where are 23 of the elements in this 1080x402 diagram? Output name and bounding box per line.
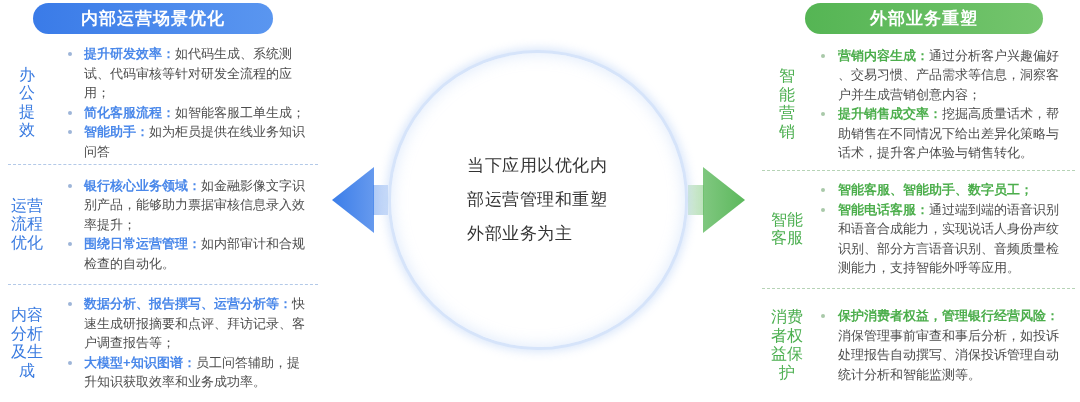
bullet-text: 大模型+知识图谱：员工问答辅助，提升知识获取效率和业务成功率。 — [84, 353, 301, 392]
bullet-text: 保护消费者权益，管理银行经营风险：消保管理事前审查和事后分析，如投诉处理报告自动撰写、消保投诉管理自动统计分析和智能监测等。 — [838, 307, 1060, 384]
bullet-text: 营销内容生成：通过分析客户兴趣偏好、交易习惯、产品需求等信息，洞察客户并生成营销创意内容； — [838, 46, 1060, 104]
arrow — [688, 167, 745, 233]
arrow — [332, 167, 388, 233]
bullet-text: 智能助手：如为柜员提供在线业务知识问答 — [84, 123, 306, 161]
category-label: 运营流程优化 — [10, 196, 44, 253]
title-banner: 内部运营场景优化 — [33, 3, 273, 34]
category-label: 内容分析及生成 — [10, 306, 44, 380]
bullet-text: 提升销售成交率：挖掘高质量话术，帮助销售在不同情况下给出差异化策略与话术，提升客户体验与销售转化。 — [838, 105, 1060, 162]
bullet-text: 数据分析、报告撰写、运营分析等：快速生成研报摘要和点评、拜访记录、客户调查报告等； — [84, 295, 306, 353]
circle-text: 当下应用以优化内部运营管理和重塑外部业务为主 — [467, 155, 608, 245]
category-label: 智能营销 — [778, 67, 796, 141]
bullet-text: 提升研发效率：如代码生成、系统测试、代码审核等针对研发全流程的应用； — [84, 45, 293, 102]
category-label: 消费者权益保护 — [770, 308, 804, 382]
bullet-text: 智能客服、智能助手、数字员工； — [838, 181, 1034, 200]
category-label: 办公提效 — [18, 65, 36, 140]
bullet-text: 简化客服流程：如智能客服工单生成； — [84, 103, 306, 122]
category-label: 智能客服 — [770, 210, 804, 248]
title-banner: 外部业务重塑 — [805, 3, 1043, 34]
bullet-text: 银行核心业务领域：如金融影像文字识别产品，能够助力票据审核信息录入效率提升； — [84, 176, 306, 234]
bullet-text: 智能电话客服：通过端到端的语音识别和语音合成能力，实现说话人身份声纹识别、部分方言语音识别、音频质量检测能力，支持智能外呼等应用。 — [838, 200, 1060, 278]
bullet-text: 围绕日常运营管理：如内部审计和合规检查的自动化。 — [84, 235, 306, 273]
